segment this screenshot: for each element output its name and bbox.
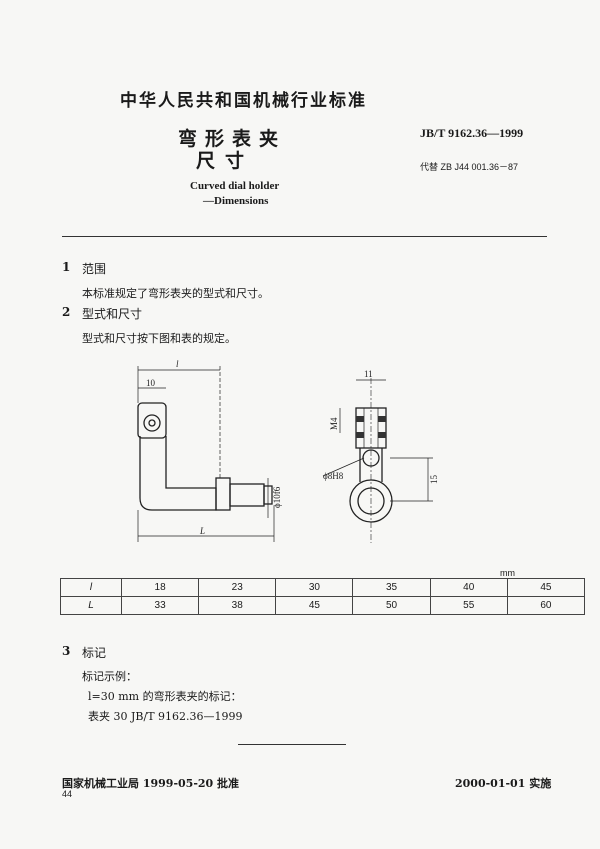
section-1-number: 1 [62,260,71,274]
table-cell: 45 [506,578,586,597]
approval-line: 国家机械工业局 1999-05-20 批准 [62,777,240,790]
table-cell: 33 [120,596,200,615]
table-unit: mm [500,568,515,578]
subtitle-en: —Dimensions [203,195,269,207]
table-cell: 50 [352,596,431,615]
org-title: 中华人民共和国机械行业标准 [120,91,367,111]
dim-label-phi8: ϕ8H8 [323,471,344,481]
section-3-title: 标记 [82,646,107,660]
table-cell: 60 [506,596,586,615]
section-2-number: 2 [62,305,71,319]
marking-example-label: 标记示例： [82,670,137,683]
section-2-title: 型式和尺寸 [82,307,143,321]
end-rule [238,744,346,745]
implementation-date: 2000-01-01 实施 [455,777,552,790]
subtitle-cn: 尺寸 [196,150,255,172]
marking-example-code: 表夹 30 JB/T 9162.36—1999 [88,710,243,723]
table-cell: 38 [198,596,277,615]
standard-code: JB/T 9162.36—1999 [420,126,524,140]
table-cell: 30 [275,578,354,597]
table-row-label: L [60,596,122,615]
section-2-text: 型式和尺寸按下图和表的规定。 [82,332,236,345]
dim-label-m4: M4 [329,417,339,430]
dim-label-15: 15 [429,475,439,485]
dimension-table: l 18 23 30 35 40 45 L 33 38 45 50 55 60 [60,578,586,615]
table-cell: 55 [429,596,508,615]
table-cell: 23 [198,578,277,597]
dim-label-10: 10 [146,378,156,388]
table-row: L 33 38 45 50 55 60 [60,596,586,615]
table-cell: 40 [429,578,508,597]
holder-eye [137,402,167,439]
table-cell: 45 [275,596,354,615]
table-row: l 18 23 30 35 40 45 [60,578,586,597]
marking-example-desc: l=30 mm 的弯形表夹的标记： [88,690,242,703]
table-cell: 35 [352,578,431,597]
replaces-note: 代替 ZB J44 001.36－87 [420,162,519,172]
dim-label-l: l [176,359,179,369]
page-number: 44 [62,789,73,799]
dim-label-L: L [199,526,205,536]
table-cell: 18 [120,578,200,597]
table-row-label: l [60,578,122,597]
section-3-number: 3 [62,644,71,658]
dim-label-11: 11 [364,369,373,379]
section-1-title: 范围 [82,262,107,276]
section-1-text: 本标准规定了弯形表夹的型式和尺寸。 [82,287,269,300]
curved-dial-holder-drawing: l 10 L ϕ10f6 11 M4 ϕ8H8 15 [137,359,439,543]
title-en: Curved dial holder [190,180,280,192]
dim-label-phi10: ϕ10f6 [272,486,282,508]
header-rule [62,236,547,237]
title-cn: 弯形表夹 [178,128,287,150]
